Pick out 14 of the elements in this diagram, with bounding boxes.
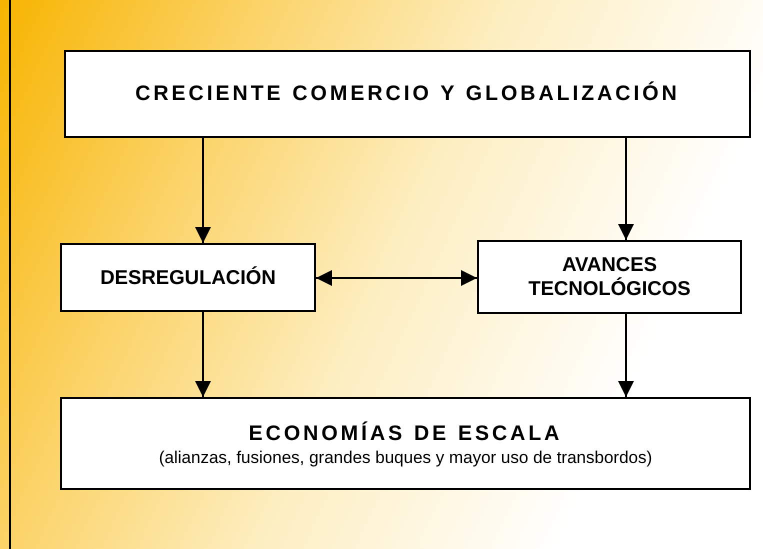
arrow <box>618 138 634 240</box>
process-box <box>60 397 751 490</box>
arrow <box>316 270 477 286</box>
box-heading: CRECIENTE COMERCIO Y GLOBALIZACIÓN <box>134 80 681 108</box>
arrow <box>195 312 211 397</box>
process-box <box>60 243 316 312</box>
process-box <box>477 240 742 314</box>
process-box <box>64 50 751 138</box>
box-description: (alianzas, fusiones, grandes buques y mayor uso de transbordos) <box>158 448 654 468</box>
arrow <box>618 314 634 397</box>
arrow <box>195 138 211 243</box>
box-heading: DESREGULACIÓN <box>99 266 277 290</box>
box-heading: ECONOMÍAS DE ESCALA <box>248 420 564 447</box>
box-heading: AVANCES TECNOLÓGICOS <box>527 253 692 301</box>
